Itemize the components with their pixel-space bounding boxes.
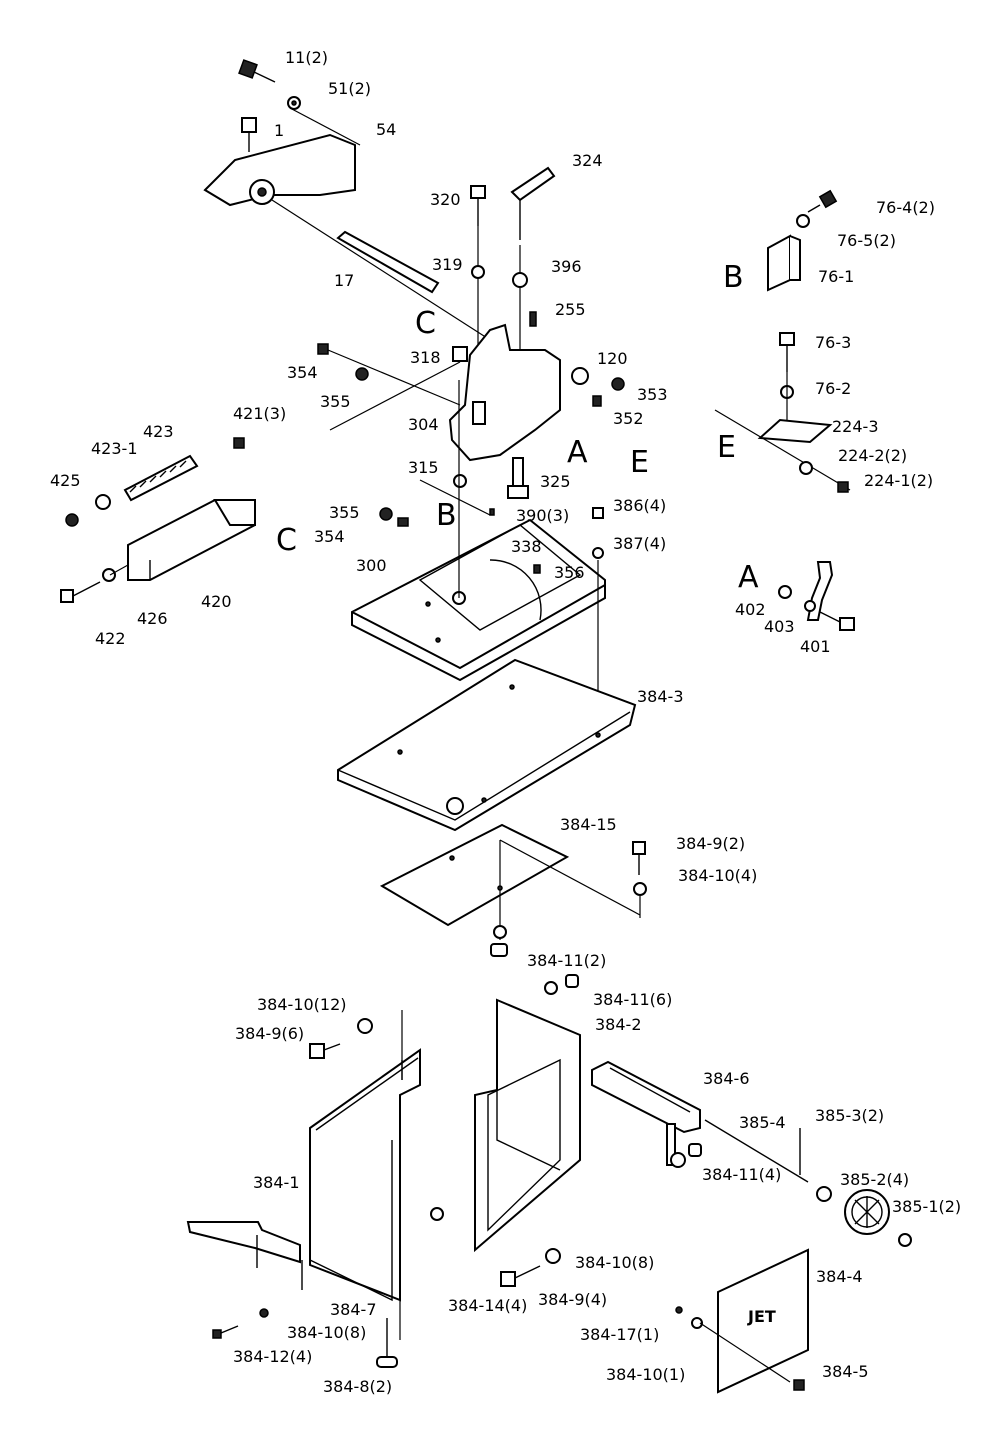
label-420: 420 [201,592,232,611]
letter-a-mid: A [567,435,588,470]
letter-e-top: E [717,430,736,465]
label-384-2: 384-2 [595,1015,642,1034]
label-304: 304 [408,415,439,434]
label-423: 423 [143,422,174,441]
label-384-9-2: 384-9(2) [676,834,745,853]
letter-b-mid: B [436,498,457,533]
label-403: 403 [764,617,795,636]
label-385-1-2: 385-1(2) [892,1197,961,1216]
label-384-11-2: 384-11(2) [527,951,606,970]
label-384-1: 384-1 [253,1173,300,1192]
label-353: 353 [637,385,668,404]
detail-e [714,332,851,493]
label-384-8-2: 384-8(2) [323,1377,392,1396]
label-423-1: 423-1 [91,439,138,458]
label-11-2: 11(2) [285,48,328,67]
trunnion-assembly [317,166,625,499]
label-384-4: 384-4 [816,1267,863,1286]
label-384-10-8-b: 384-10(8) [287,1323,366,1342]
part-labels: 11(2) 51(2) 1 54 324 320 319 396 17 255 … [50,48,961,1396]
table-300 [351,380,606,735]
label-384-3: 384-3 [637,687,684,706]
label-76-5-2: 76-5(2) [837,231,896,250]
letter-e-mid: E [630,445,649,480]
label-356: 356 [554,563,585,582]
label-76-1: 76-1 [818,267,854,286]
label-384-14-4: 384-14(4) [448,1296,527,1315]
label-354-a: 354 [287,363,318,382]
label-384-12-4: 384-12(4) [233,1347,312,1366]
label-17: 17 [334,271,354,290]
spring-bar-assembly [60,437,256,603]
label-385-4: 385-4 [739,1113,786,1132]
label-319: 319 [432,255,463,274]
label-1: 1 [274,121,284,140]
brand-logo-text: JET [747,1307,776,1326]
label-54: 54 [376,120,396,139]
label-384-10-8-a: 384-10(8) [575,1253,654,1272]
detail-a [778,561,855,631]
label-384-11-6: 384-11(6) [593,990,672,1009]
label-384-10-4: 384-10(4) [678,866,757,885]
label-384-15: 384-15 [560,815,617,834]
label-384-9-6: 384-9(6) [235,1024,304,1043]
label-255: 255 [555,300,586,319]
label-385-2-4: 385-2(4) [840,1170,909,1189]
label-384-7: 384-7 [330,1300,377,1319]
letter-a-right: A [738,560,759,595]
label-386-4: 386(4) [613,496,666,515]
label-384-17-1: 384-17(1) [580,1325,659,1344]
label-402: 402 [735,600,766,619]
label-338: 338 [511,537,542,556]
label-224-3: 224-3 [832,417,879,436]
label-355-b: 355 [329,503,360,522]
label-401: 401 [800,637,831,656]
label-318: 318 [410,348,441,367]
label-421-3: 421(3) [233,404,286,423]
upper-arm-assembly [203,59,499,346]
label-384-10-1: 384-10(1) [606,1365,685,1384]
label-324: 324 [572,151,603,170]
label-76-2: 76-2 [815,379,851,398]
label-387-4: 387(4) [613,534,666,553]
tray-384-3 [337,658,637,832]
label-315: 315 [408,458,439,477]
label-384-5: 384-5 [822,1362,869,1381]
label-325: 325 [540,472,571,491]
label-320: 320 [430,190,461,209]
label-354-b: 354 [314,527,345,546]
label-224-1-2: 224-1(2) [864,471,933,490]
label-390-3: 390(3) [516,506,569,525]
label-76-3: 76-3 [815,333,851,352]
label-426: 426 [137,609,168,628]
label-224-2-2: 224-2(2) [838,446,907,465]
letter-c-left: C [276,523,297,558]
label-51-2: 51(2) [328,79,371,98]
label-384-9-4: 384-9(4) [538,1290,607,1309]
plate-384-15 [379,823,647,957]
label-425: 425 [50,471,81,490]
letter-c-top: C [415,306,436,341]
letter-b-top: B [723,260,744,295]
label-120: 120 [597,349,628,368]
label-385-3-2: 385-3(2) [815,1106,884,1125]
label-384-11-4: 384-11(4) [702,1165,781,1184]
label-76-4-2: 76-4(2) [876,198,935,217]
label-300: 300 [356,556,387,575]
detail-b [767,189,838,292]
label-352: 352 [613,409,644,428]
label-384-10-12: 384-10(12) [257,995,347,1014]
stand-assembly [186,974,912,1394]
label-396: 396 [551,257,582,276]
label-384-6: 384-6 [703,1069,750,1088]
label-422: 422 [95,629,126,648]
label-355-a: 355 [320,392,351,411]
